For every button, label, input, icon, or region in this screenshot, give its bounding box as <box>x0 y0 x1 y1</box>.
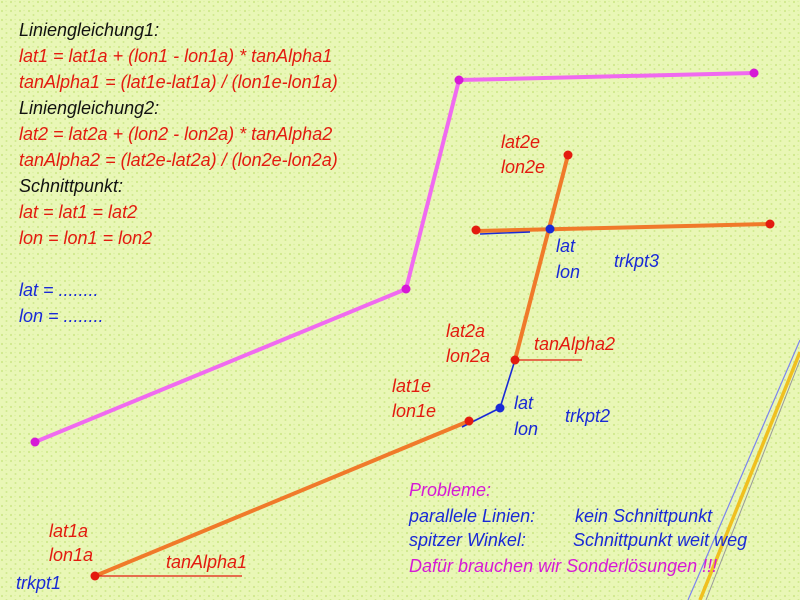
parallel-lines-label: parallele Linien: <box>408 506 535 526</box>
road-edge-gray <box>705 359 800 600</box>
lat2-formula: lat2 = lat2a + (lon2 - lon2a) * tanAlpha… <box>19 124 332 144</box>
pink-track-point <box>30 437 40 447</box>
problems-heading: Probleme: <box>409 480 491 500</box>
label-trkpt2-lat: lat <box>514 393 534 413</box>
pink-track-point <box>401 284 411 294</box>
label-tanalpha1: tanAlpha1 <box>166 552 247 572</box>
label-trkpt3: trkpt3 <box>614 251 659 271</box>
acute-angle-label: spitzer Winkel: <box>409 530 526 550</box>
red-point-lat1e <box>464 416 474 426</box>
label-trkpt1: trkpt1 <box>16 573 61 593</box>
lon-result: lon = ........ <box>19 306 104 326</box>
lat1-formula: lat1 = lat1a + (lon1 - lon1a) * tanAlpha… <box>19 46 332 66</box>
parallel-lines-value: kein Schnittpunkt <box>575 506 713 526</box>
tanalpha2-formula: tanAlpha2 = (lat2e-lat2a) / (lon2e-lon2a… <box>19 150 338 170</box>
blue-point-trkpt2 <box>495 403 505 413</box>
line2-heading: Liniengleichung2: <box>19 98 159 118</box>
acute-angle-value: Schnittpunkt weit weg <box>573 530 747 550</box>
lon-equality: lon = lon1 = lon2 <box>19 228 152 248</box>
road-yellow <box>698 351 800 600</box>
label-trkpt2-lon: lon <box>514 419 538 439</box>
label-lat2e: lat2e <box>501 132 540 152</box>
line1-heading: Liniengleichung1: <box>19 20 159 40</box>
label-lon1e: lon1e <box>392 401 436 421</box>
intersection-heading: Schnittpunkt: <box>19 176 123 196</box>
conclusion-text: Dafür brauchen wir Sonderlösungen !!! <box>409 556 717 576</box>
red-point-lat2a <box>510 355 520 365</box>
pink-track-line <box>34 71 755 444</box>
lat-equality: lat = lat1 = lat2 <box>19 202 137 222</box>
label-lon2e: lon2e <box>501 157 545 177</box>
blue-track-segment <box>479 231 531 235</box>
road-edge-blue <box>687 339 800 600</box>
label-trkpt3-lon: lon <box>556 262 580 282</box>
label-lat1e: lat1e <box>392 376 431 396</box>
lat-result: lat = ........ <box>19 280 99 300</box>
red-point-left <box>471 225 481 235</box>
label-trkpt3-lat: lat <box>556 236 576 256</box>
pink-track-point <box>454 75 464 85</box>
blue-point-trkpt3 <box>545 224 555 234</box>
pink-track-point <box>749 68 759 78</box>
label-lon2a: lon2a <box>446 346 490 366</box>
red-point-lat1a <box>90 571 100 581</box>
orange-horizontal-line <box>475 222 771 233</box>
red-point-right <box>765 219 775 229</box>
label-lat1a: lat1a <box>49 521 88 541</box>
red-point-lat2e <box>563 150 573 160</box>
tanalpha1-formula: tanAlpha1 = (lat1e-lat1a) / (lon1e-lon1a… <box>19 72 338 92</box>
orange-line-2 <box>513 154 570 361</box>
orange-line-1 <box>94 419 470 578</box>
label-tanalpha2: tanAlpha2 <box>534 334 615 354</box>
label-lon1a: lon1a <box>49 545 93 565</box>
label-trkpt2: trkpt2 <box>565 406 610 426</box>
label-lat2a: lat2a <box>446 321 485 341</box>
